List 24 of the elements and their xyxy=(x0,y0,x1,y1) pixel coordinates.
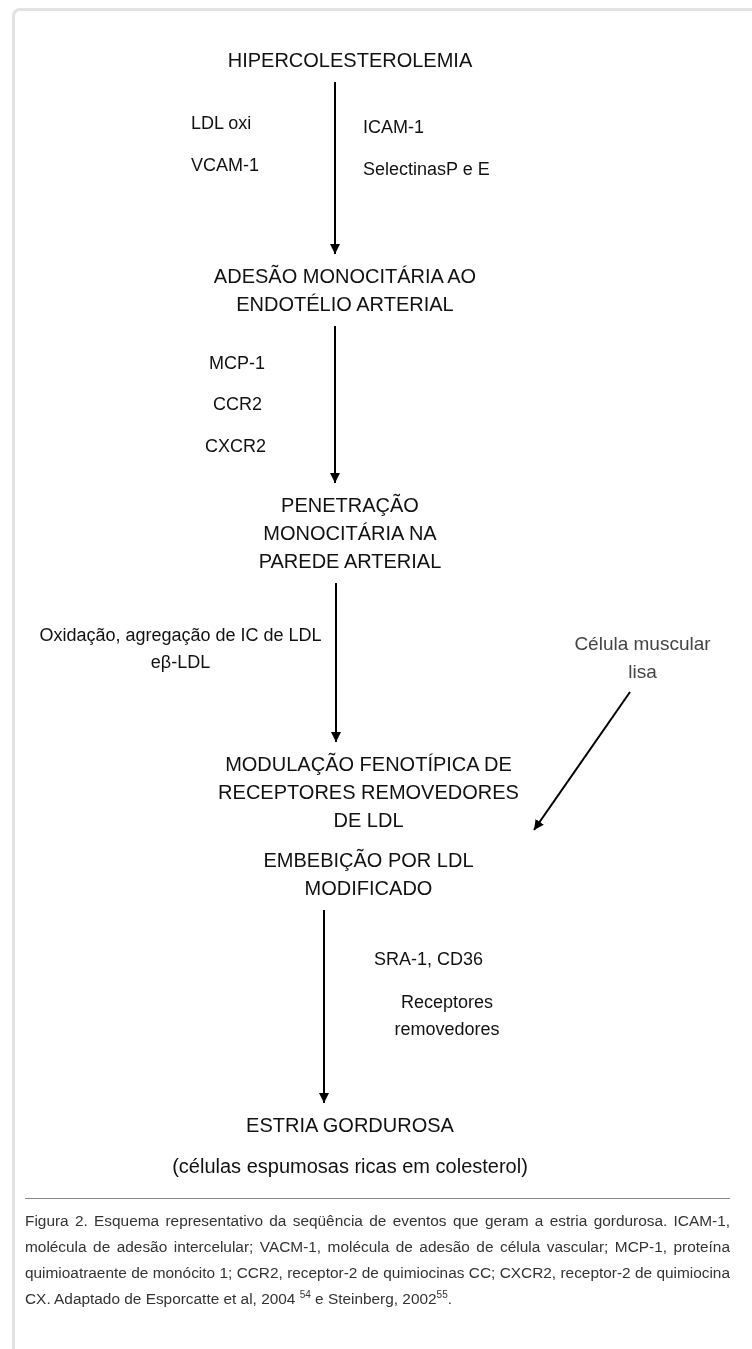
event-label: MODULAÇÃO FENOTÍPICA DE RECEPTORES REMOVEDORES DE LDL xyxy=(217,751,520,833)
factor-label: Receptores removedores xyxy=(393,991,501,1041)
arrow xyxy=(330,325,340,484)
figure-caption: Figura 2. Esquema representativo da seqüência de eventos que geram a estria gordurosa. ICAM-1, molécula de adesão intercelular; VACM-1, molécula de adesão de célula vascular; MCP-1, proteína quimioatraente de monócito 1; CCR2, receptor-2 de quimiocinas CC; CXCR2, receptor-2 de quimiocina CX. Adaptado de Esporcatte et al, 2004 $^{54}$ e Steinberg, 2002$^{55}$. xyxy=(25,1211,730,1309)
factor-label: CXCR2 xyxy=(205,435,266,458)
arrow xyxy=(533,691,631,831)
factor-label: LDL oxi xyxy=(191,112,252,135)
factor-label: MCP-1 xyxy=(209,352,265,375)
factor-label: VCAM-1 xyxy=(191,154,259,177)
event-label: PENETRAÇÃO MONOCITÁRIA NA PAREDE ARTERIAL xyxy=(257,492,443,574)
event-label: EMBEBIÇÃO POR LDL MODIFICADO xyxy=(262,847,475,901)
factor-label: Oxidação, agregação de IC de LDL eβ-LDL xyxy=(38,624,323,674)
factor-label: ICAM-1 xyxy=(363,116,424,139)
cell-label: Célula muscular lisa xyxy=(573,632,712,684)
arrow xyxy=(331,582,341,743)
factor-label: SelectinasP e E xyxy=(363,158,490,181)
arrow xyxy=(319,909,329,1104)
event-label: (células espumosas ricas em colesterol) xyxy=(171,1154,529,1179)
event-label: ESTRIA GORDUROSA xyxy=(245,1113,455,1138)
event-label: HIPERCOLESTEROLEMIA xyxy=(226,48,474,73)
arrow xyxy=(330,81,340,255)
event-label: ADESÃO MONOCITÁRIA AO ENDOTÉLIO ARTERIAL xyxy=(212,263,478,317)
factor-label: CCR2 xyxy=(213,393,262,416)
factor-label: SRA-1, CD36 xyxy=(374,948,484,971)
